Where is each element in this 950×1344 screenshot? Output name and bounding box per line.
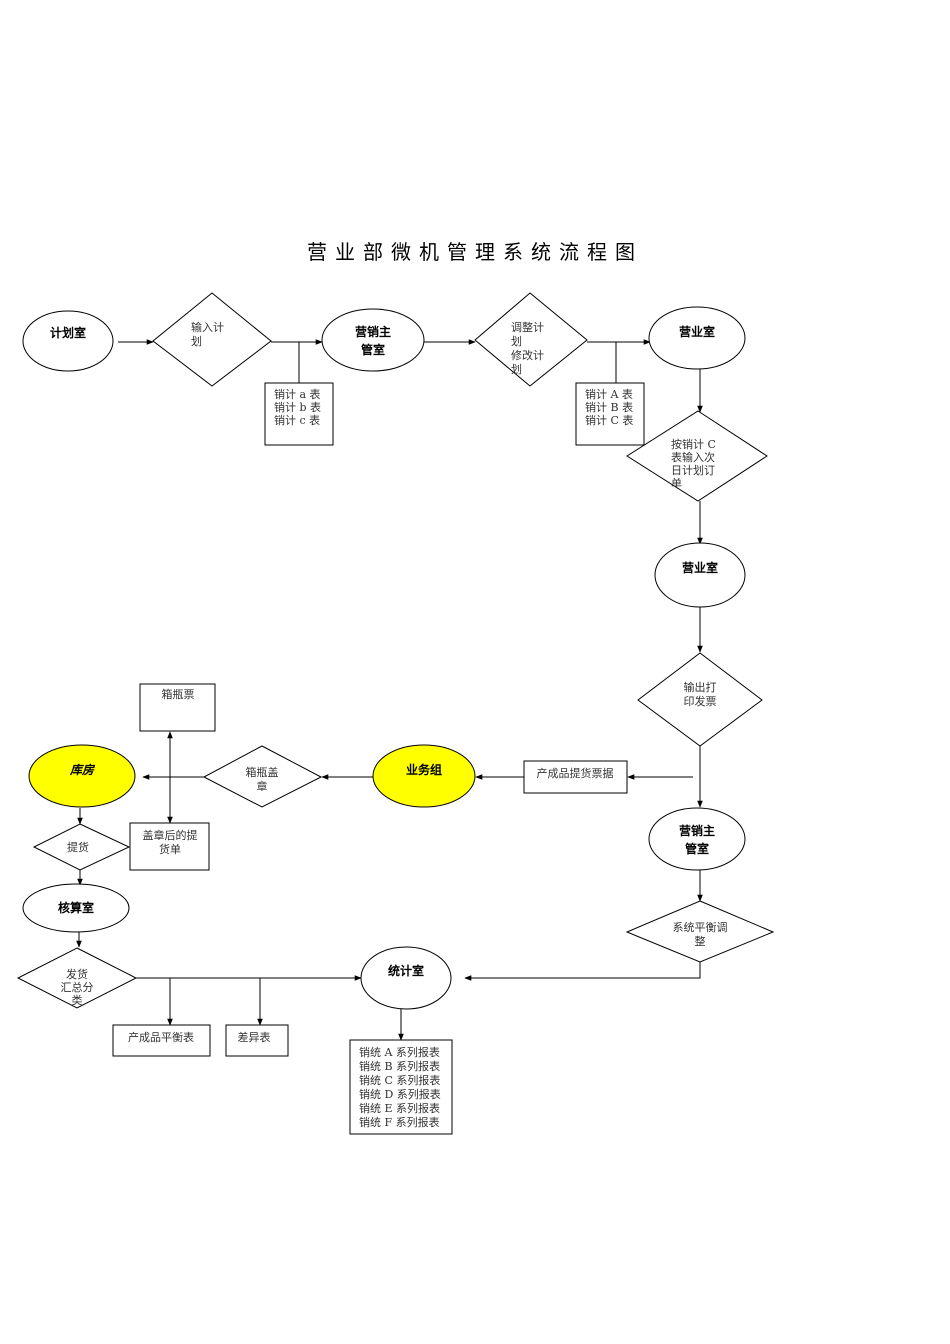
diagram-title: 营业部微机管理系统流程图 bbox=[307, 240, 643, 264]
node-label: 货单 bbox=[159, 842, 181, 856]
node-label: 核算室 bbox=[58, 900, 94, 915]
node-label: 汇总分 bbox=[61, 980, 94, 994]
node-label: 销统 D 系列报表 bbox=[359, 1087, 441, 1101]
node-label: 业务组 bbox=[406, 762, 442, 777]
node-label: 划 bbox=[511, 335, 522, 348]
node-crate-stamp: 箱瓶盖 章 bbox=[202, 745, 323, 808]
node-label: 发货 bbox=[66, 967, 88, 981]
node-business-group: 业务组 bbox=[372, 744, 476, 808]
node-label: 按销计 C bbox=[671, 437, 716, 451]
node-statistics-office: 统计室 bbox=[360, 946, 452, 1010]
node-label: 营销主 bbox=[679, 823, 715, 838]
node-label: 管室 bbox=[361, 342, 385, 357]
node-label: 统计室 bbox=[388, 963, 424, 978]
node-label: 章 bbox=[257, 779, 268, 793]
node-input-next-day: 按销计 C 表输入次 日计划订 单 bbox=[626, 410, 768, 502]
node-plan-office: 计划室 bbox=[22, 310, 114, 372]
node-label: 箱瓶盖 bbox=[246, 765, 279, 779]
edge-balance-to-stats bbox=[464, 962, 701, 981]
node-label: 提货 bbox=[67, 840, 89, 854]
node-sales-abc-upper: 销计 A 表 销计 B 表 销计 C 表 bbox=[575, 382, 645, 446]
node-label: 差异表 bbox=[238, 1030, 271, 1044]
node-label: 单 bbox=[671, 477, 682, 490]
node-crate-ticket: 箱瓶票 bbox=[139, 683, 216, 732]
node-product-balance: 产成品平衡表 bbox=[112, 1024, 211, 1057]
node-label: 营销主 bbox=[355, 324, 391, 339]
node-label: 产成品提货票据 bbox=[537, 766, 614, 780]
node-label: 划 bbox=[191, 335, 202, 348]
node-label: 类 bbox=[72, 993, 83, 1007]
node-label: 销统 F 系列报表 bbox=[359, 1115, 440, 1129]
node-label: 计划室 bbox=[50, 325, 86, 340]
node-label: 销统 B 系列报表 bbox=[359, 1059, 440, 1073]
node-label: 划 bbox=[511, 363, 522, 376]
node-pickup: 提货 bbox=[32, 823, 131, 871]
node-stamped-slip: 盖章后的提 货单 bbox=[129, 822, 210, 871]
node-system-balance: 系统平衡调 整 bbox=[625, 900, 775, 963]
node-label: 销统 C 系列报表 bbox=[359, 1073, 440, 1087]
node-sales-abc-lower: 销计 a 表 销计 b 表 销计 c 表 bbox=[264, 382, 334, 446]
node-adjust-plan: 调整计 划 修改计 划 bbox=[474, 292, 588, 387]
node-label: 盖章后的提 bbox=[143, 828, 198, 842]
node-warehouse: 库房 bbox=[28, 744, 136, 808]
node-label: 产成品平衡表 bbox=[128, 1030, 194, 1044]
node-label: 箱瓶票 bbox=[162, 687, 195, 701]
node-label: 系统平衡调 bbox=[673, 921, 728, 934]
node-label: 管室 bbox=[685, 841, 709, 856]
node-label: 日计划订 bbox=[671, 464, 715, 477]
node-label: 表输入次 bbox=[671, 450, 715, 464]
node-print-invoice: 输出打 印发票 bbox=[637, 652, 763, 747]
node-label: 销计 C 表 bbox=[585, 413, 633, 427]
node-label: 销统 E 系列报表 bbox=[359, 1101, 440, 1115]
node-business-office-1: 营业室 bbox=[648, 306, 746, 370]
node-label: 销计 a 表 bbox=[274, 387, 321, 401]
node-label: 营业室 bbox=[682, 560, 718, 575]
node-business-office-2: 营业室 bbox=[654, 542, 746, 608]
node-input-plan: 输入计 划 bbox=[152, 292, 272, 387]
node-marketing-office-2: 营销主 管室 bbox=[648, 807, 746, 871]
node-label: 销计 c 表 bbox=[274, 413, 320, 427]
node-label: 库房 bbox=[69, 763, 96, 777]
node-label: 营业室 bbox=[679, 324, 715, 339]
node-label: 输入计 bbox=[191, 320, 224, 334]
node-label: 销计 b 表 bbox=[274, 400, 321, 414]
node-label: 调整计 bbox=[511, 320, 544, 334]
node-label: 输出打 bbox=[684, 680, 717, 694]
node-label: 销计 A 表 bbox=[585, 387, 633, 401]
node-label: 整 bbox=[695, 934, 706, 948]
connectors bbox=[76, 339, 703, 1041]
node-accounting-office: 核算室 bbox=[22, 883, 130, 933]
node-label: 修改计 bbox=[511, 348, 544, 362]
node-stat-reports: 销统 A 系列报表 销统 B 系列报表 销统 C 系列报表 销统 D 系列报表 … bbox=[349, 1039, 453, 1135]
node-label: 印发票 bbox=[684, 694, 717, 708]
node-label: 销计 B 表 bbox=[585, 400, 633, 414]
node-shipment-summary: 发货 汇总分 类 bbox=[16, 947, 138, 1009]
node-marketing-office-1: 营销主 管室 bbox=[321, 308, 425, 372]
node-pickup-receipt: 产成品提货票据 bbox=[523, 760, 628, 794]
node-variance-table: 差异表 bbox=[225, 1024, 289, 1057]
node-label: 销统 A 系列报表 bbox=[359, 1045, 440, 1059]
